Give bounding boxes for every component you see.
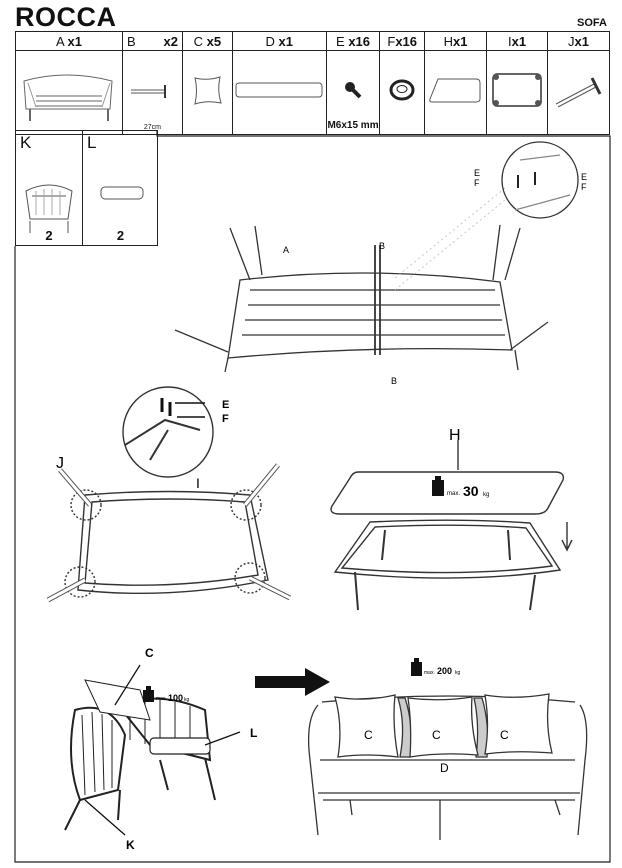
part-e-header: E x16 xyxy=(325,31,381,51)
step1-label-e-right: E xyxy=(581,172,587,182)
step4-label-l: L xyxy=(250,726,257,740)
step1-frame-drawing xyxy=(174,141,579,373)
step5-cushion-right: C xyxy=(500,728,509,742)
step1-label-b-bottom: B xyxy=(391,376,397,386)
step2-label-f: F xyxy=(222,413,229,425)
part-i-header: Ix1 xyxy=(486,31,548,51)
step5-cushion-left: C xyxy=(364,728,373,742)
step1-label-a: A xyxy=(283,245,289,255)
table-frame-icon xyxy=(492,73,542,107)
part-b-image: 27cm xyxy=(121,50,183,135)
washer-icon xyxy=(389,79,415,101)
part-k-count: 2 xyxy=(45,228,53,243)
step1-label-b-top: B xyxy=(379,241,385,251)
step5-sofa-drawing xyxy=(307,693,588,840)
part-f-image xyxy=(379,50,426,135)
table-leg-icon xyxy=(556,77,602,108)
weight-icon xyxy=(143,686,154,702)
part-k-label: K xyxy=(20,133,32,152)
part-a-image xyxy=(15,50,123,135)
step4-leader-lines xyxy=(84,664,241,836)
extra-parts-table: K 2 L 2 xyxy=(15,130,158,246)
step3-max-label: max. xyxy=(447,491,460,497)
step2-label-e: E xyxy=(222,399,229,411)
step5-max-label: max. xyxy=(424,670,435,676)
step4-weight-unit: kg xyxy=(184,697,190,703)
step2-label-j: J xyxy=(56,455,64,472)
part-l-label: L xyxy=(87,133,97,152)
step5-weight-unit: kg xyxy=(455,670,461,676)
step2-table-frame-drawing xyxy=(46,386,292,603)
part-i-image xyxy=(486,50,548,135)
pillow-icon xyxy=(194,76,223,105)
step1-label-f-left: F xyxy=(474,178,480,188)
step3-weight-unit: kg xyxy=(483,492,489,498)
glass-top-icon xyxy=(428,78,481,102)
sofa-frame-icon xyxy=(23,74,114,121)
step3-label-h: H xyxy=(449,427,461,444)
step5-cushion-center: C xyxy=(432,728,441,742)
product-type: SOFA xyxy=(577,17,607,29)
part-h-header: Hx1 xyxy=(424,31,488,51)
step4-weight-value: 100 xyxy=(168,693,183,703)
seat-cushion-icon xyxy=(235,82,323,98)
part-l-count: 2 xyxy=(116,228,125,243)
part-d-image xyxy=(231,50,327,135)
step4-armchair-drawing xyxy=(64,679,216,831)
arrow-right-icon xyxy=(255,668,330,696)
screw-icon xyxy=(345,82,362,99)
part-e-image: M6x15 mm xyxy=(325,50,381,135)
weight-icon xyxy=(432,476,444,496)
weight-icon xyxy=(411,658,422,676)
step3-weight-value: 30 xyxy=(463,483,479,499)
part-k-cell: K 2 xyxy=(16,131,83,245)
part-j-image xyxy=(546,50,611,135)
step4-label-c: C xyxy=(145,646,154,660)
step1-label-e-left: E xyxy=(474,168,480,178)
product-title: ROCCA xyxy=(15,2,117,32)
step5-seat-cushion: D xyxy=(440,761,449,775)
step5-weight-value: 200 xyxy=(437,666,452,676)
step2-leader-lines xyxy=(175,402,205,418)
step4-label-k: K xyxy=(126,838,135,852)
part-e-size: M6x15 mm xyxy=(327,120,379,131)
armchair-cushion-icon xyxy=(100,186,144,200)
part-b-length: 27cm xyxy=(143,124,162,131)
part-l-cell: L 2 xyxy=(83,131,158,245)
step2-label-i: I xyxy=(196,475,200,491)
part-h-image xyxy=(424,50,488,135)
step4-max-label: max. xyxy=(156,696,167,702)
bolt-rod-icon xyxy=(131,85,167,98)
step1-label-f-right: F xyxy=(581,182,587,192)
armchair-icon xyxy=(25,184,73,233)
step3-table-drawing xyxy=(330,440,573,611)
